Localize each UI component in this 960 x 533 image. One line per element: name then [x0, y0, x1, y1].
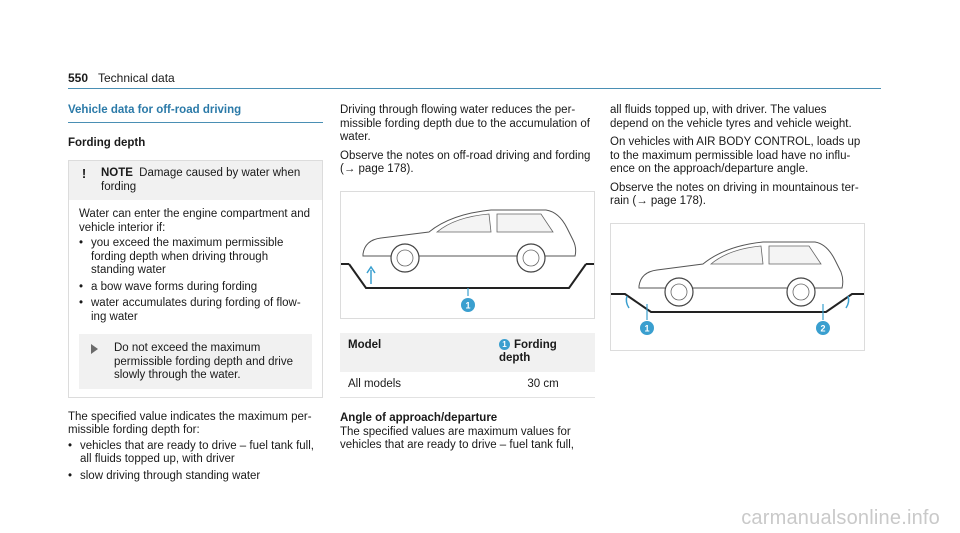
fording-depth-heading: Fording depth: [68, 136, 146, 149]
notice-box: ! NOTE Damage caused by water when fordi…: [68, 160, 323, 398]
flowing-water-text: Driving through flowing water reduces th…: [340, 104, 590, 143]
bullet-list: vehicles that are ready to drive – fuel …: [68, 440, 323, 484]
chapter-title: Technical data: [98, 71, 175, 85]
angle-heading: Angle of approach/departure: [340, 412, 498, 424]
air-body-control-text: On vehicles with AIR BODY CONTROL, loads…: [610, 136, 861, 175]
fording-car-illustration: 1: [341, 209, 594, 312]
column-left: Vehicle data for off-road driving Fordin…: [68, 104, 323, 486]
angle-text: The specified values are maximum values …: [340, 425, 574, 452]
table-cell-model: All models: [340, 371, 491, 398]
notice-title: NOTE Damage caused by water when fording: [101, 167, 314, 194]
page-number: 550: [68, 71, 89, 85]
notice-text: Damage caused by water when fording: [101, 167, 301, 193]
column-right: all fluids topped up, with driver. The v…: [610, 104, 865, 351]
action-text: Do not exceed the maximum permissi­ble f…: [114, 342, 293, 381]
specified-value-text: The specified value indicates the maximu…: [68, 410, 312, 437]
list-item: you exceed the maximum permissible fordi…: [79, 237, 312, 278]
notice-label: NOTE: [101, 167, 133, 179]
notice-header: ! NOTE Damage caused by water when fordi…: [69, 161, 322, 200]
approach-angle-illustration: 1 2: [611, 241, 864, 335]
mountain-notes-text: Observe the notes on driving in mountain…: [610, 181, 859, 208]
observe-notes-text: Observe the notes on off-road driving an…: [340, 149, 591, 176]
notice-body: Water can enter the engine compartment a…: [69, 200, 322, 397]
table-cell-depth: 30 cm: [491, 371, 595, 398]
header-rule: [68, 88, 881, 89]
section-title: Vehicle data for off-road driving: [68, 104, 323, 123]
callout-1-label: 1: [644, 323, 649, 333]
notice-intro: Water can enter the engine compartment a…: [79, 208, 310, 234]
list-item: slow driving through standing water: [68, 470, 323, 484]
list-item: water accumulates during fording of flow…: [79, 297, 312, 324]
values-depend-text: all fluids topped up, with driver. The v…: [610, 104, 852, 130]
table-row: All models 30 cm: [340, 371, 595, 398]
fording-depth-figure: 1: [340, 190, 595, 319]
warning-exclamation-icon: !: [81, 166, 87, 181]
table-header-depth-label: Fording depth: [499, 338, 557, 365]
callout-badge: 1: [499, 338, 510, 350]
action-arrow-icon: [91, 344, 98, 354]
watermark: carmanualsonline.info: [741, 506, 940, 529]
callout-1-label: 1: [465, 300, 470, 310]
callout-2-label: 2: [820, 323, 825, 333]
notice-bullet-list: you exceed the maximum permissible fordi…: [79, 237, 312, 324]
column-middle: Driving through flowing water reduces th…: [340, 104, 595, 453]
approach-departure-figure: 1 2: [610, 222, 865, 351]
list-item: vehicles that are ready to drive – fuel …: [68, 440, 323, 467]
list-item: a bow wave forms during fording: [79, 281, 312, 295]
table-header-model: Model: [340, 332, 491, 372]
action-step: Do not exceed the maximum permissi­ble f…: [79, 334, 312, 389]
